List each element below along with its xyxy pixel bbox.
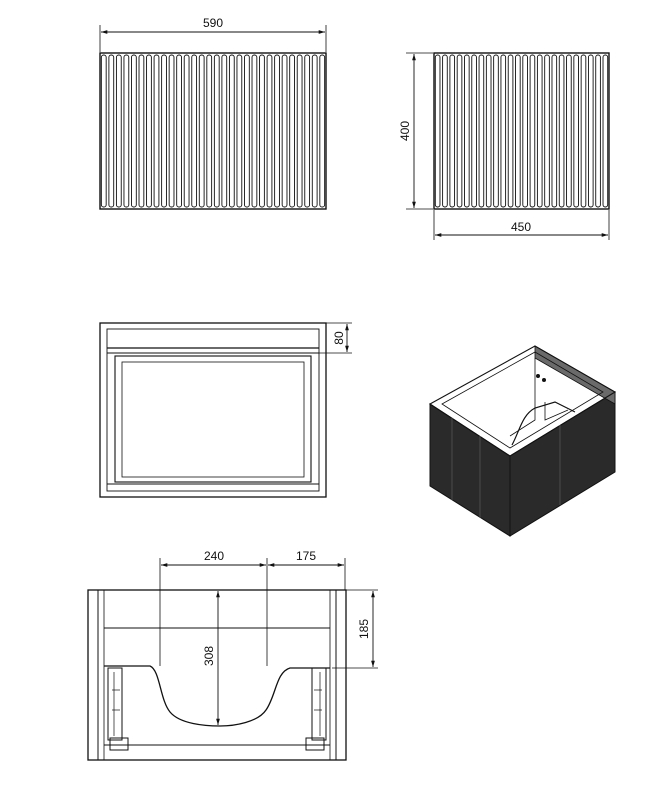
cutout-depth-label: 308 — [202, 646, 216, 666]
drawer-box-inner — [121, 361, 305, 478]
front-slat — [146, 54, 152, 208]
side-slat — [580, 54, 587, 208]
side-slat — [522, 54, 528, 208]
left-runner-clip — [109, 737, 129, 751]
front-slat — [191, 54, 198, 208]
front-slat — [311, 54, 318, 208]
side-height-label: 400 — [398, 121, 412, 141]
side-fluting — [434, 54, 609, 208]
front-section-view: 80 — [99, 322, 352, 498]
right-runner-body — [311, 667, 327, 741]
rear-offset-label: 185 — [357, 619, 371, 639]
front-slat — [289, 54, 295, 208]
front-slat — [183, 54, 190, 208]
drawer-box-outer — [114, 355, 312, 483]
side-slat — [573, 54, 579, 208]
side-slat — [544, 54, 550, 208]
side-slat — [434, 54, 441, 208]
side-slat — [536, 54, 543, 208]
front-slat — [236, 54, 243, 208]
front-slat — [244, 54, 250, 208]
front-slat — [153, 54, 160, 208]
front-slat — [304, 54, 311, 208]
front-slat — [274, 54, 280, 208]
mounting-hole-icon — [542, 378, 546, 382]
side-depth-label: 450 — [511, 220, 531, 234]
front-slat — [296, 54, 303, 208]
mounting-hole-icon — [536, 374, 540, 378]
front-width-label: 590 — [203, 16, 223, 30]
side-slat — [602, 54, 609, 208]
front-slat — [213, 54, 220, 208]
cabinet-top-rim-inner — [441, 351, 604, 449]
front-fluting — [100, 54, 326, 208]
side-slat — [587, 54, 594, 208]
side-slat — [478, 54, 485, 208]
section-outer-frame — [99, 322, 327, 498]
side-slat — [595, 54, 601, 208]
side-slat — [471, 54, 477, 208]
front-slat — [168, 54, 175, 208]
right-runner-clip — [305, 737, 325, 751]
side-slat — [507, 54, 514, 208]
front-slat — [206, 54, 213, 208]
side-slat — [515, 54, 521, 208]
drawer-inner-wall — [544, 402, 569, 421]
plan-view: 240 175 308 185 — [87, 549, 378, 761]
cabinet-front-face — [429, 403, 511, 537]
cabinet-back-inner — [509, 358, 536, 437]
drawer-cutout — [511, 401, 576, 446]
section-frame-inner — [106, 328, 320, 492]
front-slat — [221, 54, 228, 208]
side-slat — [529, 54, 536, 208]
side-slat — [500, 54, 507, 208]
cabinet-back-panel — [534, 345, 616, 405]
side-slat — [558, 54, 565, 208]
front-slat — [161, 54, 167, 208]
cutout-offset-label: 175 — [296, 549, 316, 563]
front-slat — [100, 54, 107, 208]
side-view: 400 450 — [398, 52, 610, 240]
drawer-cutout-outline — [104, 665, 330, 727]
front-slat — [176, 54, 182, 208]
side-slat — [464, 54, 470, 208]
front-slat — [123, 54, 130, 208]
front-slat — [266, 54, 273, 208]
front-slat — [108, 54, 115, 208]
front-slat — [198, 54, 205, 208]
rail-height-label: 80 — [332, 331, 346, 345]
front-slat — [131, 54, 137, 208]
left-runner-slide — [107, 667, 129, 751]
cutout-width-label: 240 — [204, 549, 224, 563]
front-slat — [319, 54, 326, 208]
side-panel-outline — [433, 52, 610, 210]
front-slat — [251, 54, 258, 208]
front-panel-outline — [99, 52, 327, 210]
front-view: 590 — [99, 16, 327, 210]
side-slat — [456, 54, 463, 208]
front-slat — [259, 54, 265, 208]
front-slat — [228, 54, 235, 208]
side-slat — [449, 54, 456, 208]
front-slat — [281, 54, 288, 208]
cabinet-top-rim — [428, 345, 617, 457]
side-slat — [442, 54, 448, 208]
front-slat — [138, 54, 145, 208]
front-slat — [115, 54, 122, 208]
right-runner-slide — [305, 667, 327, 751]
side-slat — [566, 54, 572, 208]
plan-outer-frame — [87, 589, 347, 761]
side-slat — [493, 54, 499, 208]
side-slat — [551, 54, 558, 208]
left-runner-body — [107, 667, 123, 741]
cabinet-side-face — [509, 391, 616, 537]
side-slat — [485, 54, 492, 208]
isometric-view — [428, 345, 617, 537]
